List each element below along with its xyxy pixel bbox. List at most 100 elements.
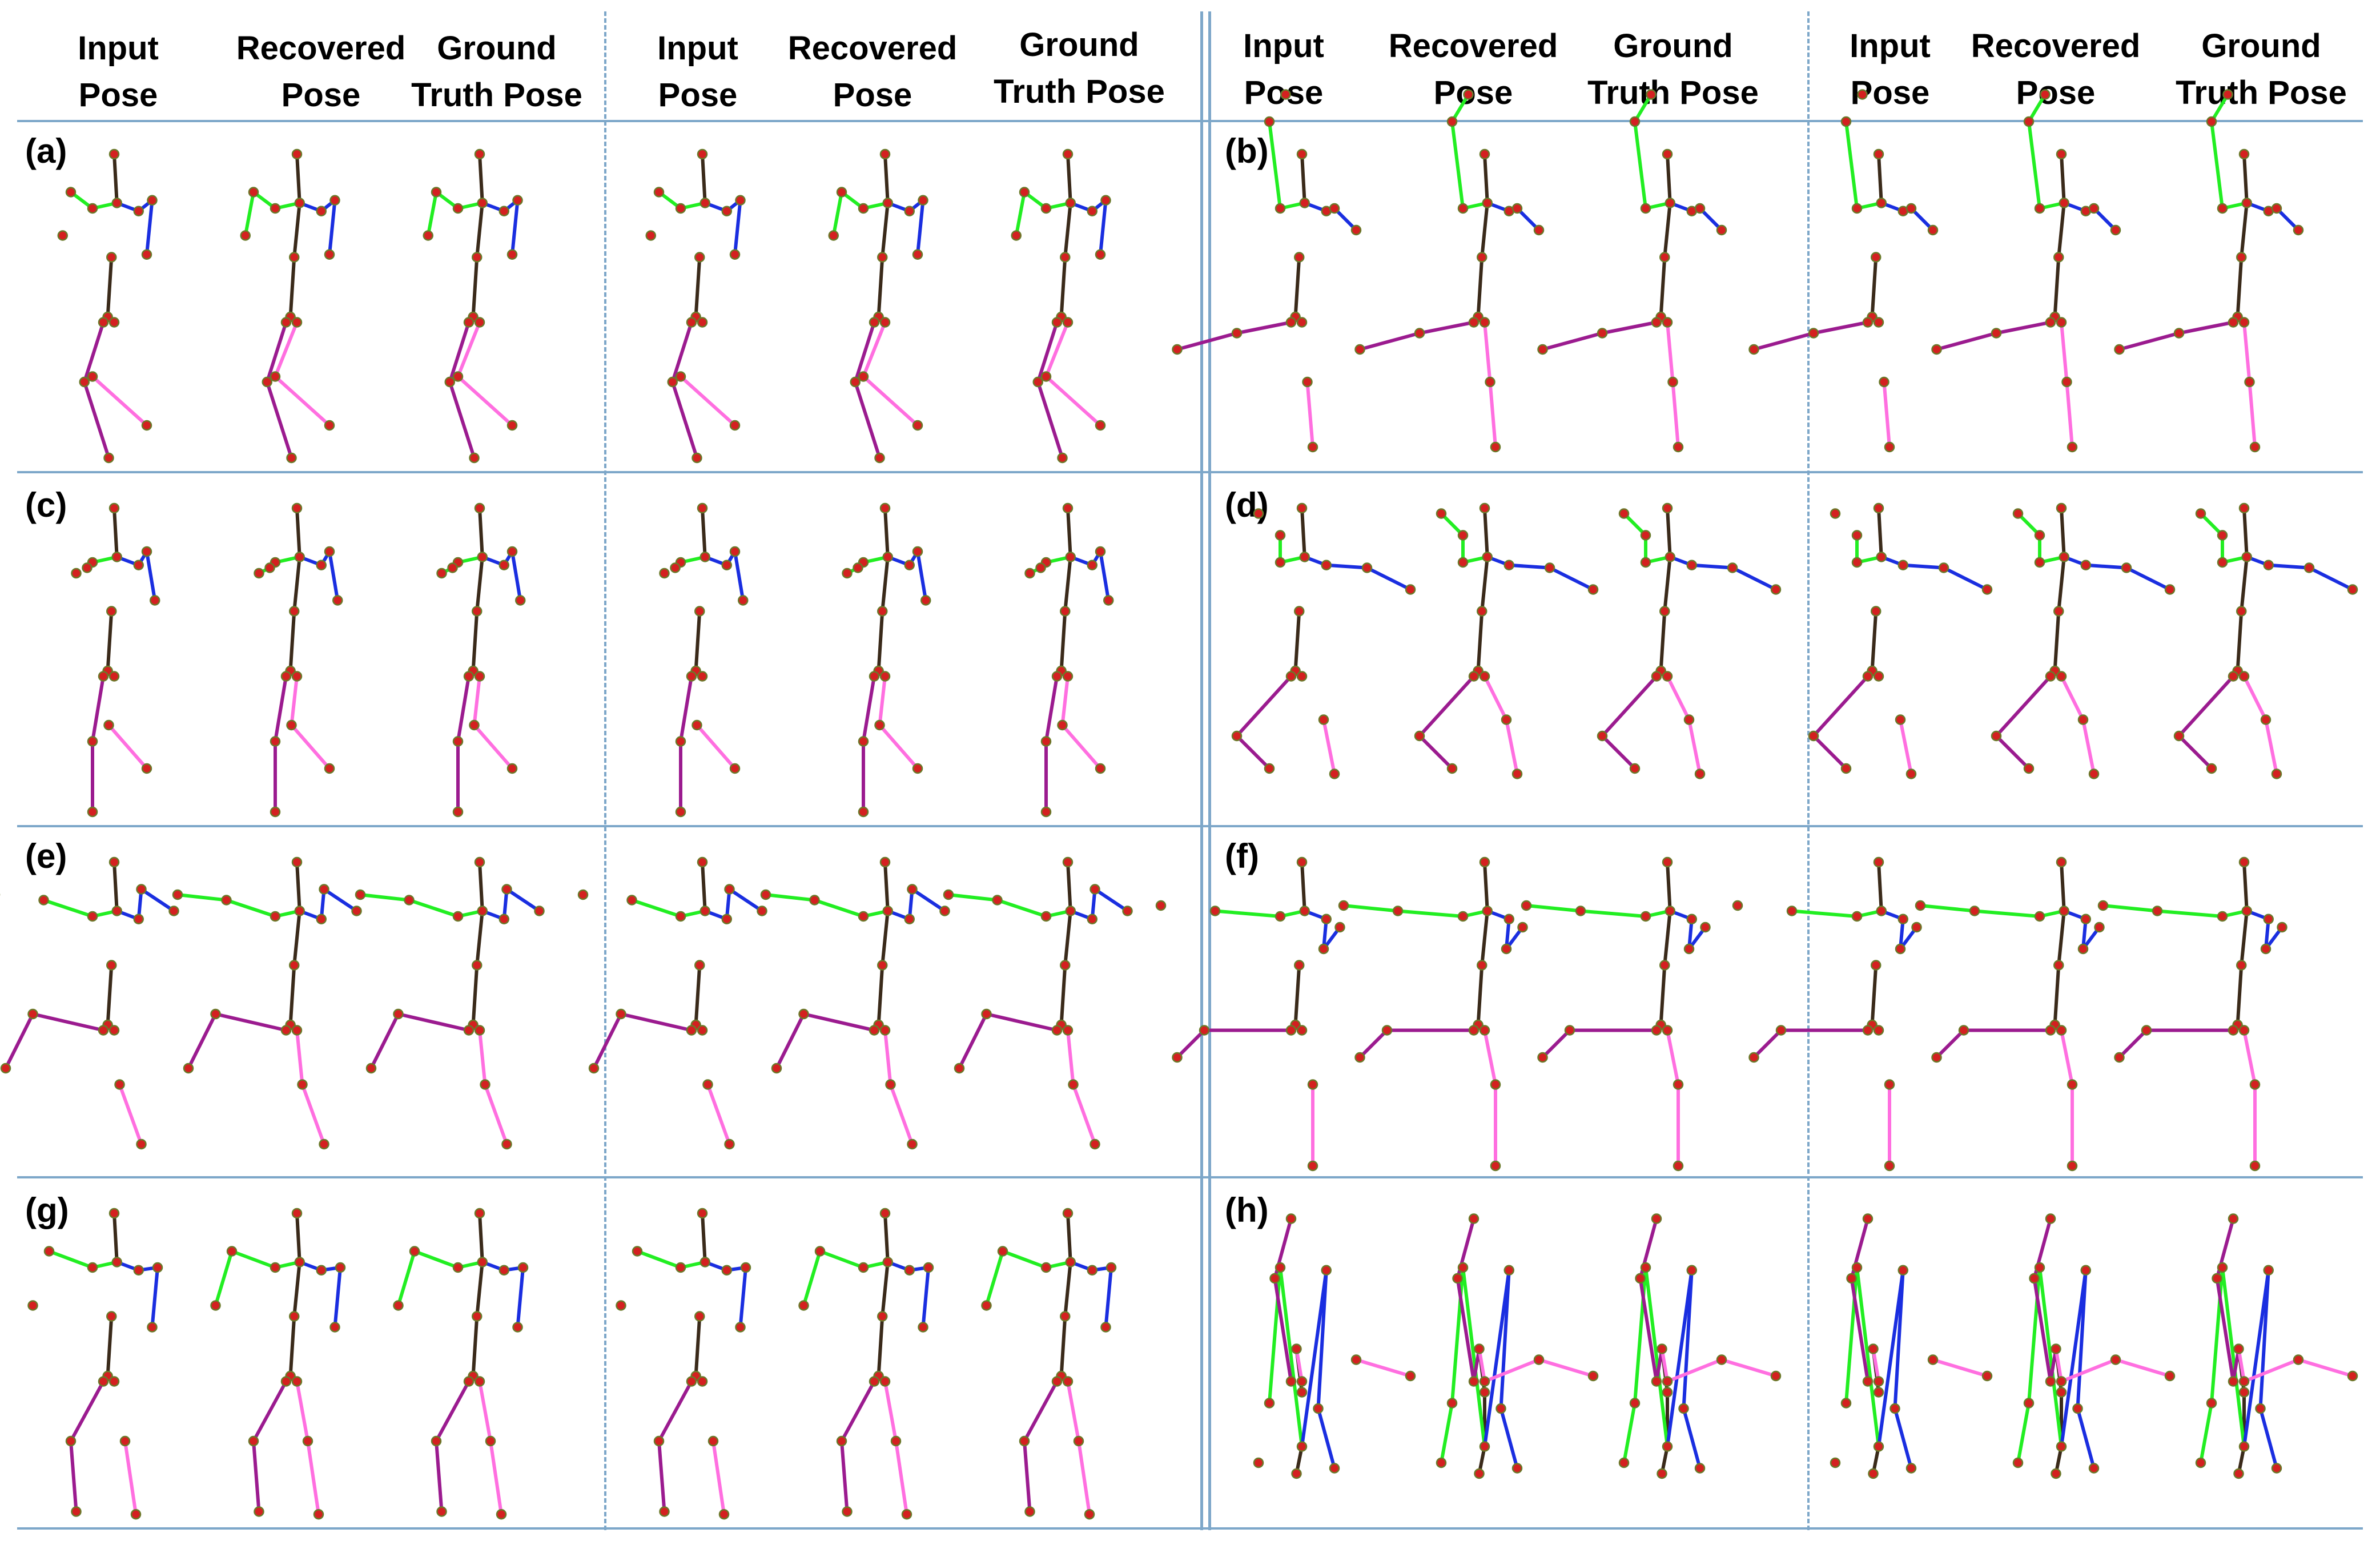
joint-chest [1871, 960, 1882, 971]
joint-kneeB [1057, 719, 1068, 731]
joint-hipB [1662, 1025, 1673, 1036]
skeleton-input [577, 856, 767, 1150]
joint-footA [2114, 1052, 2125, 1063]
joint-footB [718, 1509, 730, 1520]
bone-leg_a [1601, 320, 1658, 335]
bone-leg_a [984, 1012, 1059, 1032]
bone-left_arm [2016, 1401, 2031, 1464]
joint-rE [912, 546, 923, 557]
header-ground-truth-pose-3: Ground Truth Pose [1565, 23, 1782, 116]
joint-kneeA [1040, 736, 1052, 747]
joint-head [1479, 148, 1490, 160]
joint-footA [1748, 344, 1759, 355]
joint-footB [1329, 769, 1340, 779]
joint-lS [2217, 557, 2228, 568]
joint-hipB [1062, 1376, 1074, 1387]
header-line1: Input [1243, 27, 1324, 65]
bone-left_arm [984, 1249, 1004, 1307]
joint-kneeB [119, 1435, 131, 1447]
bone-right_arm [1893, 1407, 1913, 1470]
joint-rS [1503, 560, 1514, 570]
joint-lE [264, 562, 275, 573]
joint-chest [694, 252, 705, 263]
joint-rE [512, 195, 523, 206]
joint-hipA [2228, 671, 2239, 682]
bone-leg_b [1044, 320, 1070, 379]
bone-spine [1476, 609, 1484, 673]
joint-hipB [1662, 671, 1673, 682]
joint-kneeB [1716, 1354, 1727, 1365]
joint-rS [1321, 914, 1332, 924]
joint-rE [740, 1262, 751, 1273]
joint-rS [721, 206, 732, 216]
joint-hipA [1051, 1376, 1063, 1387]
joint-hipB [1062, 317, 1074, 328]
joint-kneeB [1040, 371, 1052, 382]
joint-footB [1587, 1370, 1599, 1382]
bone-left_arm [407, 898, 460, 918]
joint-neck [2059, 906, 2069, 916]
bone-leg_b [456, 375, 514, 427]
bone-spine [2053, 963, 2061, 1027]
bone-leg_a [2215, 1277, 2235, 1383]
joint-footB [2347, 1370, 2358, 1382]
joint-neck [1065, 198, 1076, 208]
bone-leg_b [2242, 1358, 2300, 1383]
joint-kneeA [981, 1008, 992, 1020]
joint-rH [2164, 584, 2176, 595]
bone-leg_b [862, 320, 887, 379]
joint-footA [771, 1063, 782, 1074]
bone-spine [288, 609, 296, 673]
joint-kneeA [1991, 730, 2002, 742]
row-divider-3 [17, 1176, 2363, 1178]
bone-leg_a [1995, 674, 2052, 738]
skeleton-recovered [1991, 502, 2176, 779]
joint-kneeB [890, 1435, 902, 1447]
bone-right_arm [145, 550, 157, 602]
joint-footA [659, 1506, 670, 1517]
joint-rH [2110, 224, 2121, 236]
joint-rE [1895, 943, 1906, 955]
joint-rE [152, 1262, 163, 1273]
joint-hipA [869, 1376, 880, 1387]
joint-lE [1457, 530, 1469, 541]
joint-footA [1172, 344, 1183, 355]
joint-chest [1060, 606, 1071, 617]
joint-footA [2023, 763, 2035, 774]
joint-chest [1294, 960, 1305, 971]
skeleton-recovered [1354, 89, 1545, 453]
bone-leg_a [274, 674, 288, 743]
joint-footA [365, 1063, 377, 1074]
joint-kneeA [1269, 1273, 1280, 1284]
bone-leg_b [883, 1028, 892, 1087]
joint-lH [1011, 230, 1022, 241]
joint-rH [1716, 224, 1727, 236]
bone-spine [478, 152, 484, 205]
bone-leg_a [448, 320, 471, 384]
joint-lE [447, 562, 458, 573]
joint-lE [1019, 187, 1030, 198]
bone-leg_a [1752, 1028, 1783, 1059]
bone-leg_a [1850, 1277, 1870, 1383]
bone-leg_a [435, 1379, 471, 1443]
bone-leg_b [483, 1083, 509, 1146]
joint-footA [1264, 763, 1275, 774]
skeleton-recovered [254, 502, 343, 818]
joint-rS [1321, 560, 1332, 570]
joint-head [474, 502, 485, 514]
bone-leg_a [1995, 320, 2052, 335]
bone-spine [478, 506, 484, 559]
skeleton-input [1748, 89, 1939, 453]
joint-kneeA [1564, 1025, 1575, 1036]
joint-neck [294, 198, 305, 208]
joint-chest [289, 606, 300, 617]
skeleton-input [71, 502, 160, 818]
bone-spine [2240, 909, 2249, 967]
joint-lS [2217, 911, 2228, 922]
bone-leg_b [295, 1379, 309, 1443]
bone-spine [471, 1314, 479, 1378]
joint-head [1479, 856, 1490, 868]
bone-spine [1063, 555, 1072, 613]
joint-rH [1511, 1463, 1523, 1474]
bone-leg_b [1720, 1358, 1778, 1378]
